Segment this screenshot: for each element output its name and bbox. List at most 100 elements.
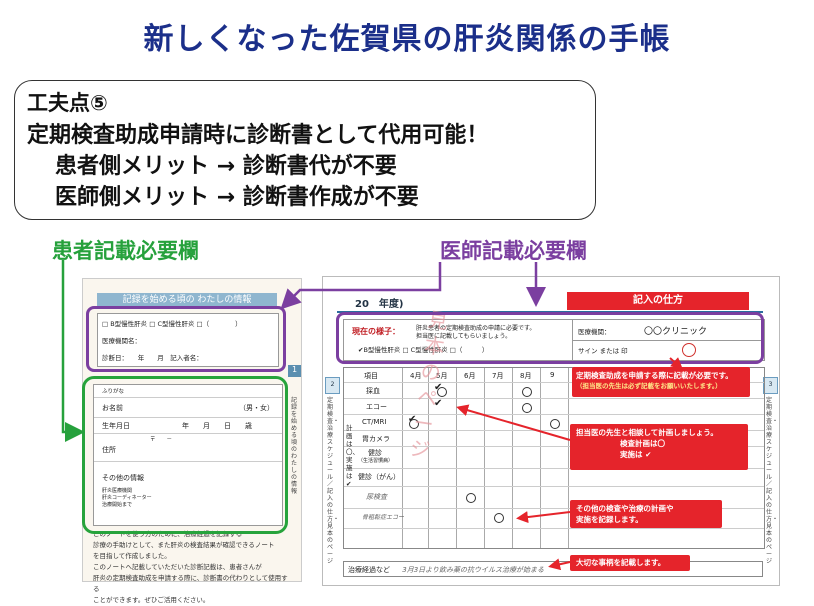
- patient-info-form: ふりがな お名前 （男・女） 生年月日 年 月 日 歳 〒 － 住所 その他の情…: [93, 384, 283, 526]
- hep-check-row: ✔B型慢性肝炎 □ C型慢性肝炎 □（ ）: [358, 344, 488, 354]
- month-header: 7月: [492, 372, 504, 380]
- item-blood-test: 採血: [366, 387, 380, 395]
- gender-field: （男・女）: [239, 404, 274, 412]
- right-page-side-right: 定期検査・治療スケジュール／記入の仕方・見本のページ: [766, 397, 779, 565]
- seal-stamp-icon: [682, 343, 696, 357]
- hospital-label: 医療機関：: [578, 328, 611, 336]
- callout-arrow: [548, 558, 571, 571]
- name-row: お名前 （男・女）: [94, 397, 282, 418]
- treatment-progress-value: 3月3日より飲み薬の抗ウイルス治療が始まる: [402, 566, 545, 574]
- other-info-row: その他の情報 肝炎医療機関 肝炎コーディネーター 治療開始まで: [94, 461, 282, 524]
- plan-circle-icon: [409, 419, 419, 429]
- hospital-row: 医療機関名：: [102, 337, 141, 345]
- note-line: 診療の手助けとして、また肝炎の検査結果が確認できるノート: [93, 541, 275, 549]
- plan-label: 計画は〇、実施は✔: [346, 424, 359, 488]
- callout-text: 定期検査助成を申請する際に記載が必要です。: [576, 371, 733, 380]
- item-echo: エコー: [366, 403, 387, 411]
- fiscal-year: 20 年度): [355, 299, 404, 310]
- page-title: 新しくなった佐賀県の肝炎関係の手帳: [143, 22, 671, 57]
- check-mark-icon: ✔: [434, 398, 443, 409]
- doctor-section-label: 医師記載必要欄: [440, 239, 587, 263]
- birth-row: 生年月日 年 月 日 歳: [94, 417, 282, 434]
- point-line-2: 患者側メリット → 診断書代が不要: [55, 154, 397, 179]
- hep-check-text: B型慢性肝炎 □ C型慢性肝炎 □（ ）: [363, 346, 489, 354]
- plan-circle-icon: [522, 387, 532, 397]
- callout-text: 実施は ✔: [620, 450, 652, 459]
- callout-required: 定期検査助成を申請する際に記載が必要です。 （担当医の先生は必ず記載をお願いいた…: [572, 367, 750, 397]
- hep-type-row: □ B型慢性肝炎 □ C型慢性肝炎 □（ ）: [102, 320, 242, 328]
- callout-arrow: [456, 404, 571, 441]
- month-header: 9: [550, 371, 555, 379]
- point-heading: 工夫点⑤: [27, 91, 108, 115]
- patient-arrow: [61, 260, 85, 442]
- sign-label: サイン または 印: [578, 347, 628, 355]
- treatment-progress-label: 治療経過など: [348, 566, 390, 574]
- note-line: を目指して作成しました。: [93, 552, 171, 560]
- birth-label: 生年月日: [102, 422, 130, 430]
- how-to-fill-header: 記入の仕方: [567, 292, 749, 310]
- birth-units: 年 月 日 歳: [182, 422, 252, 430]
- doctor-arrow-left: [280, 262, 442, 310]
- item-cancer-checkup: 健診（がん）: [358, 473, 400, 481]
- plan-circle-icon: [550, 419, 560, 429]
- callout-text: 大切な事柄を記載します。: [576, 558, 666, 567]
- furigana-label: ふりがな: [102, 389, 125, 395]
- current-status-note-2: 担当医に記載してもらいましょう。: [416, 333, 512, 340]
- plan-circle-icon: [437, 387, 447, 397]
- patient-box: [82, 376, 288, 534]
- month-header: 8月: [520, 372, 532, 380]
- other-info-sub-2: 肝炎コーディネーター: [102, 495, 152, 501]
- month-header: 4月: [410, 372, 422, 380]
- item-checkup-sub: （生活習慣病）: [358, 458, 394, 464]
- callout-other-tests: その他の検査や治療の計画や 実施を記録します。: [570, 500, 722, 528]
- callout-arrow: [669, 357, 683, 370]
- page-tab-3: 3: [763, 377, 778, 394]
- note-line: このノートへ記載していただいた診断記載は、患者さんが: [93, 563, 262, 571]
- item-checkup: 健診: [368, 449, 382, 457]
- check-mark-icon: ✔: [358, 346, 364, 354]
- diagnosis-date-row: 診断日： 年 月 記入者名：: [102, 354, 203, 362]
- left-page-header: 記録を始める頃の わたしの情報: [97, 293, 277, 307]
- note-line: 肝炎の定期検査助成を申請する際に、診断書の代わりとして使用する: [93, 574, 288, 593]
- month-header: 5月: [436, 372, 448, 380]
- plan-circle-icon: [522, 403, 532, 413]
- item-urine-test: 尿検査: [366, 493, 387, 501]
- callout-text: 検査計画は〇: [620, 439, 665, 448]
- current-status-section: 現在の様子： 肝炎患者の定期検査助成の申請に必要です。 担当医に記載してもらいま…: [343, 319, 765, 361]
- schedule-table: 項目 4月 5月 6月 7月 8月 9 計画は〇、実施は✔ 採血 エコー CT/…: [343, 367, 765, 549]
- callout-subtext: （担当医の先生は必ず記載をお願いいたします。）: [576, 382, 722, 390]
- address-row: 〒 － 住所: [94, 433, 282, 462]
- point-line-1: 定期検査助成申請時に診断書として代用可能！: [27, 123, 489, 148]
- point-box: 工夫点⑤ 定期検査助成申請時に診断書として代用可能！ 患者側メリット → 診断書…: [14, 80, 596, 220]
- current-status-note-1: 肝炎患者の定期検査助成の申請に必要です。: [416, 325, 536, 332]
- patient-section-label: 患者記載必要欄: [52, 239, 199, 263]
- hospital-value: 〇〇クリニック: [644, 327, 708, 337]
- callout-plan: 担当医の先生と相談して計画しましょう。 検査計画は〇 実施は ✔: [570, 424, 748, 470]
- furigana-row: ふりがな: [94, 385, 282, 398]
- page-tab-1: 1: [288, 365, 301, 377]
- postal-code: 〒 －: [150, 437, 173, 443]
- doctor-box-right: [336, 312, 764, 364]
- page-tab-2: 2: [325, 377, 340, 394]
- column-header-item: 項目: [364, 372, 378, 380]
- current-status-label: 現在の様子：: [352, 327, 400, 336]
- point-line-3: 医師側メリット → 診断書作成が不要: [55, 185, 419, 210]
- other-info-label: その他の情報: [102, 474, 144, 482]
- callout-text: 実施を記録します。: [576, 515, 643, 524]
- name-label: お名前: [102, 404, 123, 412]
- note-line: このノートを使う方のために、治療経過を記録する: [93, 530, 243, 538]
- callout-arrow: [516, 511, 571, 524]
- item-gastroscopy: 胃カメラ: [362, 435, 390, 443]
- callout-important: 大切な事柄を記載します。: [570, 555, 690, 571]
- left-page-doctor-section: □ B型慢性肝炎 □ C型慢性肝炎 □（ ） 医療機関名： 診断日： 年 月 記…: [97, 313, 279, 367]
- other-info-sub-1: 肝炎医療機関: [102, 488, 133, 494]
- doctor-box-left: [86, 306, 286, 372]
- address-label: 住所: [102, 446, 116, 454]
- right-page-side-left: 定期検査・治療スケジュール／記入の仕方・見本のページ: [327, 397, 340, 565]
- callout-text: その他の検査や治療の計画や: [576, 504, 674, 513]
- callout-text: 担当医の先生と相談して計画しましょう。: [576, 428, 718, 437]
- item-ct-mri: CT/MRI: [362, 418, 387, 426]
- note-line: ことができます。ぜひご活用ください。: [93, 596, 210, 604]
- item-bone-echo: 骨粗鬆症エコー: [362, 514, 405, 521]
